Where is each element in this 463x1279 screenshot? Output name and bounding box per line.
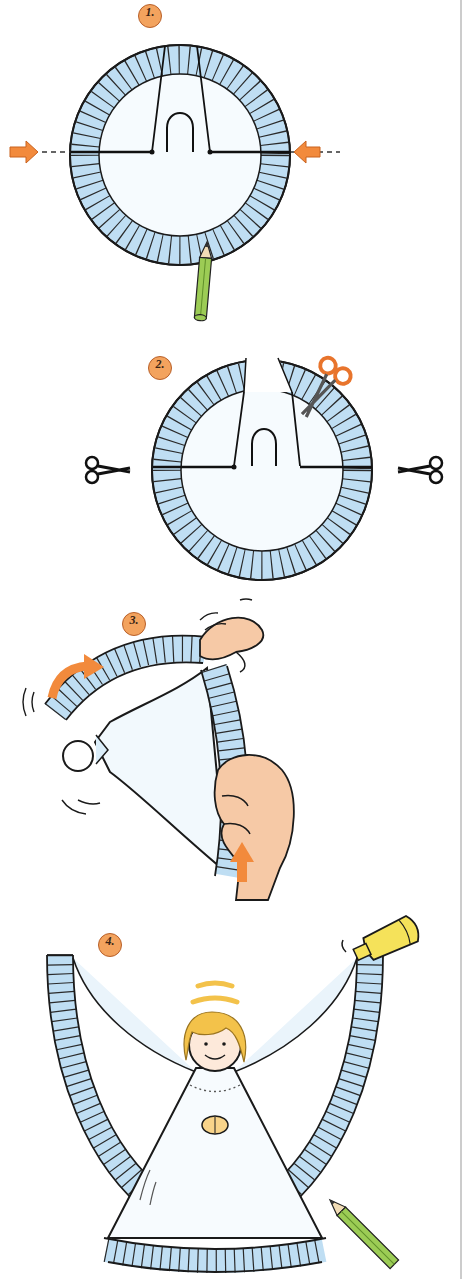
- cut-edge: [244, 358, 292, 392]
- pencil-facet: [341, 1211, 394, 1264]
- tube-fold: [399, 919, 412, 943]
- scissors-handle: [317, 355, 339, 377]
- doily-ring: [85, 60, 275, 250]
- scissors: [290, 355, 353, 426]
- hands-line: [215, 1117, 216, 1133]
- doily-center: [181, 389, 343, 551]
- doily-center: [99, 74, 261, 236]
- pencil: [326, 1196, 399, 1269]
- lower-hand: [215, 755, 294, 900]
- orange-arrow: [52, 666, 88, 698]
- scissors-blade: [398, 466, 430, 474]
- pencil-end: [194, 314, 206, 321]
- doily-outer: [152, 360, 372, 580]
- mark-dot: [150, 150, 155, 155]
- arrow-head: [230, 842, 254, 862]
- neck-shape: [96, 735, 108, 764]
- tube-cap: [353, 944, 371, 961]
- arrow-head: [84, 654, 104, 679]
- angel-step-4: [47, 914, 422, 1272]
- doily-ticks: [85, 60, 275, 250]
- necklace: [190, 1085, 240, 1092]
- mark-dot: [208, 150, 213, 155]
- doily-body: [95, 668, 226, 872]
- scissors: [398, 457, 442, 483]
- callout-number: 3.: [122, 612, 146, 636]
- doily-step-1: [10, 45, 340, 321]
- orange-arrow: [294, 141, 320, 163]
- angel-eye: [204, 1042, 208, 1046]
- cut-line: [152, 46, 210, 152]
- cut-line: [153, 466, 372, 469]
- pencil-tip: [200, 241, 213, 258]
- folding-step-3: [23, 599, 294, 900]
- finger: [222, 795, 250, 834]
- scissors-handle: [86, 457, 98, 469]
- doily-ring: [167, 375, 357, 565]
- callout-number: 2.: [148, 356, 172, 380]
- mark-dot: [232, 465, 237, 470]
- wing-edge: [47, 954, 73, 956]
- halo: [193, 998, 237, 1002]
- hem-edge: [104, 1238, 326, 1272]
- fold-lines: [140, 1170, 156, 1205]
- glue-drop: [342, 940, 346, 952]
- pencil-lead: [329, 1199, 335, 1205]
- scissors-blade: [300, 374, 335, 418]
- scissors-handle: [430, 457, 442, 469]
- pencil-body: [194, 257, 211, 318]
- pencil-lead: [205, 242, 209, 247]
- callout-number: 4.: [98, 933, 122, 957]
- doily-outer: [70, 45, 290, 265]
- angel-dress: [108, 1068, 322, 1238]
- doily-edge: [152, 360, 372, 580]
- angel-hands: [202, 1116, 228, 1134]
- head-line: [167, 113, 193, 152]
- cut-line: [71, 151, 290, 154]
- scissors: [86, 457, 130, 483]
- wing-edge: [45, 636, 207, 720]
- upper-hand: [200, 618, 263, 660]
- scissors-handle: [430, 471, 442, 483]
- pencil: [194, 241, 213, 321]
- wing-inner: [73, 958, 357, 1072]
- hem-band: [106, 1250, 324, 1261]
- page-edge: [461, 0, 462, 1279]
- glue-tube: [350, 914, 423, 968]
- callout-number: 1.: [138, 4, 162, 28]
- pencil-facet: [200, 258, 205, 318]
- hem-ticks: [106, 1250, 324, 1261]
- scissors-handle: [86, 471, 98, 483]
- doily-edge: [70, 45, 290, 265]
- doily-ticks: [167, 375, 357, 565]
- head-shape: [63, 741, 93, 771]
- doily-step-2: [86, 355, 442, 580]
- angel-eye: [222, 1042, 226, 1046]
- cut-gap: [244, 356, 292, 392]
- pencil-body: [337, 1207, 399, 1269]
- angel-hair: [184, 1012, 246, 1062]
- orange-arrow: [10, 141, 38, 163]
- halo: [198, 983, 232, 986]
- angel-smile: [205, 1055, 225, 1059]
- cut-line: [234, 392, 300, 466]
- head-line: [252, 429, 276, 466]
- motion-lines: [23, 599, 252, 814]
- wing-ticks: [55, 649, 205, 712]
- wing-band: [55, 649, 205, 712]
- scissors-blade: [98, 466, 130, 474]
- finger: [236, 652, 245, 672]
